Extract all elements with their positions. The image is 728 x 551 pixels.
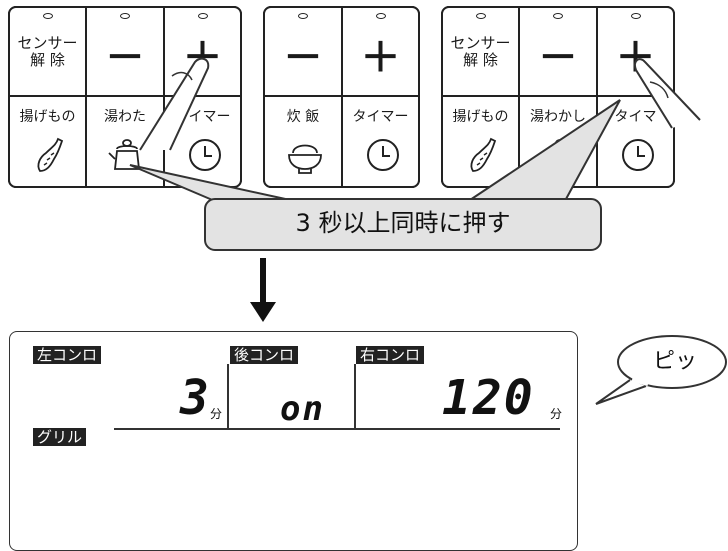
right-boil-label: 湯わかし — [530, 109, 586, 125]
left-boil-label: 湯わた — [104, 109, 146, 125]
right-burner-unit: 分 — [550, 407, 563, 421]
right-sensor-unlock-button[interactable]: センサー 解 除 — [441, 6, 520, 97]
status-display: 左コンロ 後コンロ 右コンロ 3 分 on 120 分 グリル — [9, 331, 578, 551]
right-plus-led — [630, 13, 641, 19]
tempura-icon — [37, 137, 64, 172]
right-burner-time: 120 — [442, 370, 535, 426]
rear-plus-label: ＋ — [360, 35, 401, 81]
left-fry-button[interactable]: 揚げもの — [8, 95, 87, 188]
left-fry-label: 揚げもの — [19, 109, 76, 125]
left-sensor-label-2: 解 除 — [30, 51, 65, 69]
beep-text: ピッ — [652, 349, 697, 374]
divider-bottom — [114, 428, 560, 430]
right-sensor-label-1: センサー — [450, 34, 511, 52]
left-finger — [139, 57, 210, 151]
left-timer-label: タイマー — [174, 109, 231, 125]
left-plus-led — [197, 13, 208, 19]
tempura-icon — [470, 137, 497, 172]
right-finger — [634, 58, 701, 129]
kettle-icon — [108, 139, 141, 170]
right-sensor-label-2: 解 除 — [463, 51, 498, 69]
rice-bowl-icon — [288, 144, 322, 174]
right-burner-tag: 右コンロ — [356, 346, 425, 364]
clock-icon — [367, 139, 399, 171]
rear-plus-led — [375, 13, 386, 19]
rear-plus-button[interactable]: ＋ — [341, 6, 420, 97]
rear-timer-button[interactable]: タイマー — [341, 95, 420, 188]
right-minus-led — [553, 13, 563, 19]
left-plus-button[interactable]: ＋ — [163, 6, 242, 97]
rear-minus-label: － — [283, 35, 323, 81]
rear-burner-status: on — [280, 389, 325, 429]
left-sensor-label-1: センサー — [17, 34, 78, 52]
rear-rice-label: 炊 飯 — [286, 109, 320, 125]
right-minus-button[interactable]: － — [518, 6, 598, 97]
left-minus-label: － — [105, 35, 145, 81]
rear-burner-tag: 後コンロ — [230, 346, 299, 364]
rear-minus-button[interactable]: － — [263, 6, 343, 97]
left-sensor-led — [42, 13, 53, 19]
right-minus-label: － — [538, 35, 578, 81]
grill-tag: グリル — [33, 428, 87, 446]
clock-icon — [189, 139, 221, 171]
callout-overlay — [129, 57, 701, 251]
right-fry-label: 揚げもの — [452, 109, 509, 125]
left-minus-led — [120, 13, 130, 19]
rear-timer-label: タイマー — [352, 109, 409, 125]
right-sensor-led — [475, 13, 486, 19]
callout-tail-right — [467, 99, 621, 212]
down-arrow-icon — [250, 258, 276, 322]
callout-box — [204, 198, 602, 251]
left-minus-button[interactable]: － — [85, 6, 165, 97]
beep-bubble — [595, 335, 727, 405]
rear-minus-led — [298, 13, 308, 19]
left-sensor-unlock-button[interactable]: センサー 解 除 — [8, 6, 87, 97]
instruction-text: 3 秒以上同時に押す — [295, 209, 511, 237]
clock-icon — [622, 139, 654, 171]
left-burner-time: 3 — [180, 370, 211, 426]
left-burner-unit: 分 — [210, 407, 223, 421]
right-timer-label: タイマ — [614, 109, 657, 125]
divider-1 — [227, 364, 229, 428]
left-burner-tag: 左コンロ — [33, 346, 102, 364]
divider-2 — [354, 364, 356, 428]
rear-rice-button[interactable]: 炊 飯 — [263, 95, 343, 188]
